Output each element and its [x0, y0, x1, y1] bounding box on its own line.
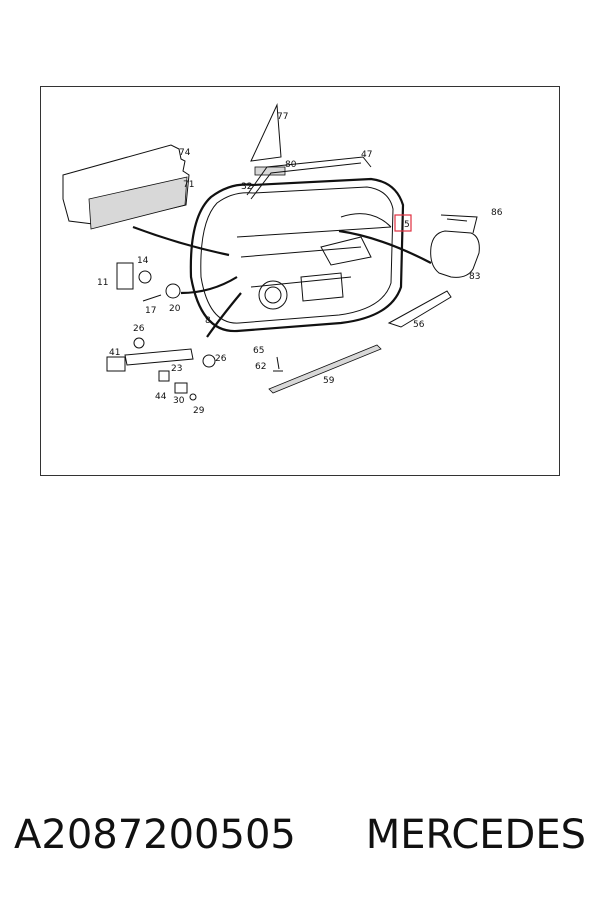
- callout-26b: 26: [215, 354, 227, 364]
- callout-30: 30: [173, 396, 185, 406]
- door-shell: [189, 177, 405, 333]
- cover-83: [430, 214, 480, 278]
- callout-77: 77: [277, 112, 288, 122]
- callout-41: 41: [109, 348, 120, 358]
- callout-26a: 26: [133, 324, 145, 334]
- callout-5: 5: [404, 220, 410, 230]
- callout-8: 8: [205, 316, 211, 326]
- callout-29: 29: [193, 406, 205, 416]
- brand-name: MERCEDES: [365, 812, 586, 858]
- callout-59: 59: [323, 376, 335, 386]
- hinge-parts: [106, 262, 283, 401]
- door-exploded-diagram: 74 71 77 80 47 32 86 5 83 14 11 17 20 8 …: [62, 103, 503, 416]
- leader-arrows: [132, 225, 432, 338]
- rail-56: [387, 290, 452, 328]
- callout-20: 20: [169, 304, 181, 314]
- callout-86: 86: [491, 208, 503, 218]
- callout-83: 83: [469, 272, 480, 282]
- diagram-frame: 74 71 77 80 47 32 86 5 83 14 11 17 20 8 …: [40, 86, 560, 476]
- callout-32: 32: [241, 182, 252, 192]
- sill-strip: [268, 344, 382, 394]
- callout-14: 14: [137, 256, 149, 266]
- callout-11: 11: [97, 278, 108, 288]
- callout-23: 23: [171, 364, 182, 374]
- trim-panel: [62, 144, 190, 230]
- window-seal: [246, 156, 372, 200]
- callout-80: 80: [285, 160, 297, 170]
- highlight-box: [394, 214, 412, 232]
- callout-44: 44: [155, 392, 167, 402]
- footer-bar: A2087200505 MERCEDES: [0, 800, 600, 870]
- callout-71: 71: [183, 180, 194, 190]
- callout-56: 56: [413, 320, 425, 330]
- mirror-triangle: [250, 103, 282, 162]
- callout-65: 65: [253, 346, 264, 356]
- callout-62: 62: [255, 362, 266, 372]
- callout-47: 47: [361, 150, 372, 160]
- callout-74: 74: [179, 148, 191, 158]
- part-number: A2087200505: [14, 812, 296, 858]
- callout-17: 17: [145, 306, 156, 316]
